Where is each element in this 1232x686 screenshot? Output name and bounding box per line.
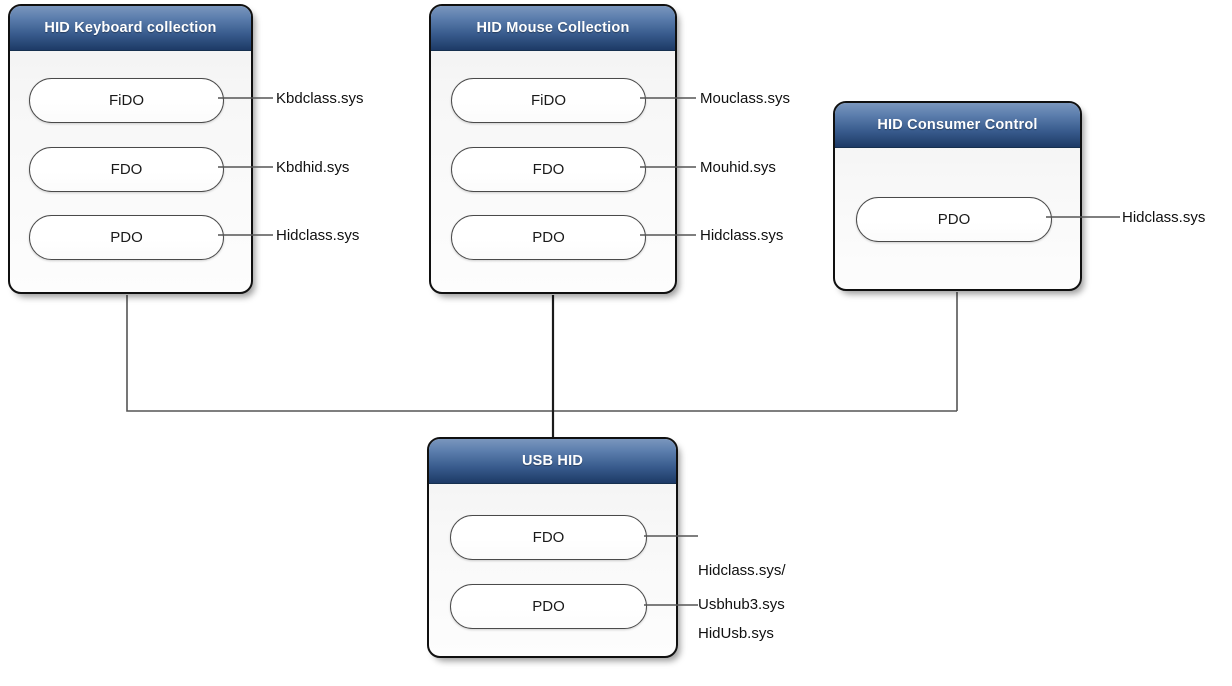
diagram-canvas: HID Keyboard collection FiDO FDO PDO Kbd… bbox=[8, 4, 1206, 658]
device-object-mouse-fido[interactable]: FiDO bbox=[451, 78, 646, 123]
box-hid-keyboard-collection[interactable]: HID Keyboard collection FiDO FDO PDO bbox=[8, 4, 253, 294]
driver-label-usb-fdo-line1: Hidclass.sys/ bbox=[698, 562, 786, 579]
device-object-label: PDO bbox=[937, 211, 971, 228]
box-body-consumer: PDO bbox=[835, 148, 1080, 289]
driver-label-consumer-hidclass: Hidclass.sys bbox=[1122, 209, 1206, 226]
box-body-mouse: FiDO FDO PDO bbox=[431, 51, 675, 292]
box-title-usb-hid: USB HID bbox=[429, 439, 676, 484]
device-object-consumer-pdo[interactable]: PDO bbox=[856, 197, 1052, 242]
device-object-keyboard-pdo[interactable]: PDO bbox=[29, 215, 224, 260]
device-object-mouse-fdo[interactable]: FDO bbox=[451, 147, 646, 192]
box-usb-hid[interactable]: USB HID FDO PDO bbox=[427, 437, 678, 658]
box-body-usb-hid: FDO PDO bbox=[429, 484, 676, 656]
device-object-usb-fdo[interactable]: FDO bbox=[450, 515, 647, 560]
driver-label-mouse-hidclass: Hidclass.sys bbox=[700, 227, 784, 244]
driver-label-mouclass: Mouclass.sys bbox=[700, 90, 791, 107]
device-object-label: FDO bbox=[532, 529, 565, 546]
driver-label-usbhub3: Usbhub3.sys bbox=[698, 596, 785, 613]
device-object-label: FiDO bbox=[531, 92, 566, 109]
driver-label-keyboard-hidclass: Hidclass.sys bbox=[276, 227, 360, 244]
device-object-label: PDO bbox=[532, 229, 565, 246]
device-object-keyboard-fdo[interactable]: FDO bbox=[29, 147, 224, 192]
device-object-label: FDO bbox=[532, 161, 565, 178]
device-object-label: FiDO bbox=[109, 92, 144, 109]
box-hid-consumer-control[interactable]: HID Consumer Control PDO bbox=[833, 101, 1082, 291]
leader-lines-keyboard bbox=[218, 97, 273, 236]
driver-label-mouhid: Mouhid.sys bbox=[700, 159, 776, 176]
box-hid-mouse-collection[interactable]: HID Mouse Collection FiDO FDO PDO bbox=[429, 4, 677, 294]
driver-label-usb-fdo: Hidclass.sys/ HidUsb.sys bbox=[698, 518, 786, 686]
driver-label-usb-fdo-line2: HidUsb.sys bbox=[698, 625, 774, 642]
connector-keyboard-to-bus bbox=[126, 295, 957, 412]
box-title-keyboard: HID Keyboard collection bbox=[10, 6, 251, 51]
driver-label-kbdclass: Kbdclass.sys bbox=[276, 90, 364, 107]
box-title-mouse: HID Mouse Collection bbox=[431, 6, 675, 51]
device-object-label: PDO bbox=[532, 598, 565, 615]
device-object-keyboard-fido[interactable]: FiDO bbox=[29, 78, 224, 123]
box-title-consumer: HID Consumer Control bbox=[835, 103, 1080, 148]
device-object-label: PDO bbox=[110, 229, 143, 246]
device-object-mouse-pdo[interactable]: PDO bbox=[451, 215, 646, 260]
leader-lines-mouse bbox=[640, 97, 696, 236]
leader-lines-usb-hid bbox=[644, 535, 698, 606]
driver-label-kbdhid: Kbdhid.sys bbox=[276, 159, 350, 176]
device-object-usb-pdo[interactable]: PDO bbox=[450, 584, 647, 629]
device-object-label: FDO bbox=[110, 161, 143, 178]
leader-lines-consumer bbox=[1046, 216, 1120, 218]
box-body-keyboard: FiDO FDO PDO bbox=[10, 51, 251, 292]
